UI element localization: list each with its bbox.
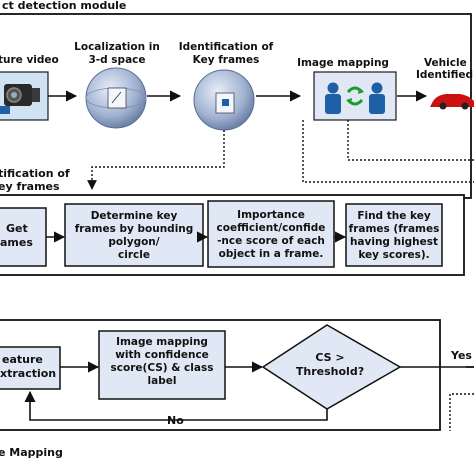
keyframes-section-label-line1: tification of [0, 167, 70, 180]
determine-text-1: Determine key [91, 210, 178, 222]
localization-label-line1: Localization in [74, 41, 160, 53]
image-mapping-label: Image mapping [297, 57, 389, 69]
importance-text-4: object in a frame. [219, 248, 324, 260]
determine-text-2: frames by bounding [75, 223, 194, 235]
determine-text-4: circle [118, 249, 150, 261]
mapping-text-1: Image mapping [116, 336, 208, 348]
mapping-text-3: score(CS) & class [111, 362, 214, 374]
image-mapping-icon [313, 71, 397, 121]
keyframes-section-label-line2: ey frames [0, 180, 60, 193]
no-branch-loop [24, 390, 328, 421]
dotted-link-right [449, 393, 474, 431]
get-frames-text-2: ames [0, 236, 33, 249]
find-key-frames-box [345, 203, 443, 267]
decision-text-2: Threshold? [296, 365, 364, 378]
image-mapping-section-label: e Mapping [0, 446, 63, 459]
importance-text-1: Importance [237, 209, 305, 221]
get-frames-text-1: Get [6, 222, 28, 235]
video-camera-icon [0, 71, 49, 121]
yes-label: Yes [450, 349, 472, 362]
mapping-text-4: label [148, 375, 177, 387]
determine-text-3: polygon/ [108, 236, 159, 248]
importance-text-3: -nce score of each [217, 235, 325, 247]
find-text-1: Find the key [357, 210, 431, 222]
dotted-link-identification-to-keyframes [87, 130, 225, 190]
importance-score-box [207, 200, 335, 268]
3d-localization-sphere-icon [85, 67, 147, 129]
decision-text-1: CS > [315, 351, 344, 364]
find-text-4: key scores). [358, 249, 429, 261]
no-label: No [167, 414, 184, 427]
red-car-icon [430, 94, 474, 110]
key-frames-sphere-icon [193, 69, 255, 131]
find-text-3: having highest [350, 236, 438, 248]
feature-text-1: eature [2, 353, 43, 366]
importance-text-2: coefficient/confide [217, 222, 326, 234]
dotted-link-mapping-a [347, 120, 474, 161]
dotted-link-mapping-b [302, 120, 474, 183]
find-text-2: frames (frames [349, 223, 440, 235]
vehicle-label-line2: Identified [416, 69, 473, 81]
feature-extraction-box [0, 346, 61, 390]
mapping-text-2: with confidence [115, 349, 209, 361]
capture-video-label: ture video [0, 54, 59, 66]
module-title: ct detection module [2, 0, 126, 12]
vehicle-label-line1: Vehicle [424, 57, 467, 69]
identification-label-line1: Identification of [179, 41, 274, 53]
identification-label-line2: Key frames [193, 54, 260, 66]
localization-label-line2: 3-d space [88, 54, 145, 66]
confidence-mapping-box [98, 330, 226, 400]
feature-text-2: xtraction [0, 367, 56, 380]
